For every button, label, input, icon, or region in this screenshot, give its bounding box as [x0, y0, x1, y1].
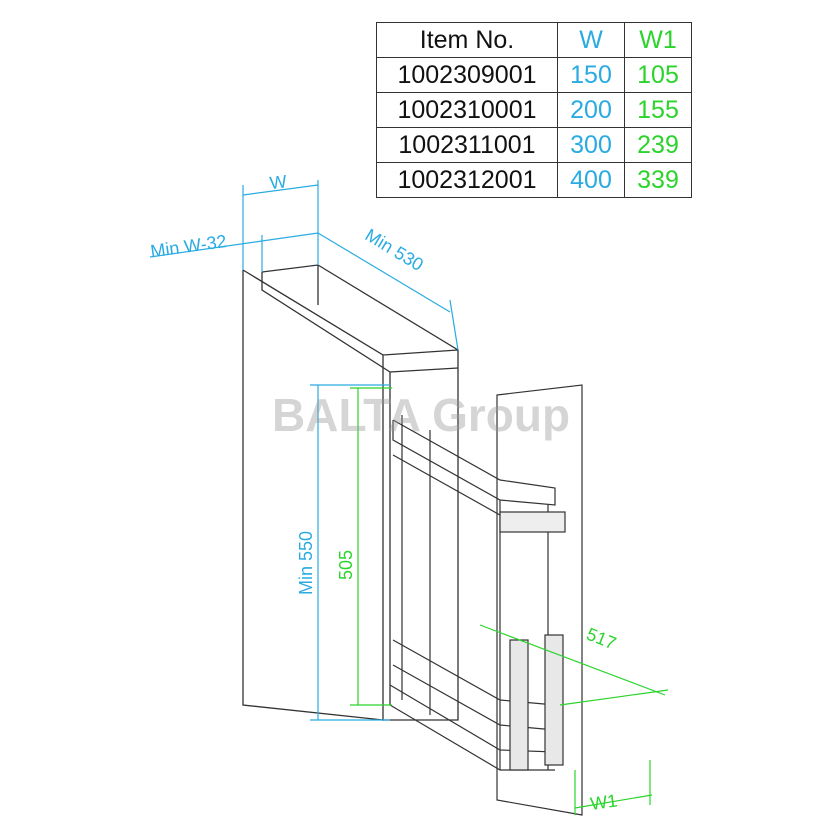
- header-w: W: [557, 22, 625, 58]
- header-item: Item No.: [376, 22, 558, 58]
- cell-w: 400: [557, 162, 625, 198]
- dim-height: 505: [336, 550, 356, 580]
- cell-w1: 239: [624, 127, 692, 163]
- watermark: BALTA Group: [272, 389, 571, 441]
- dim-min-w: Min W-32: [149, 231, 228, 261]
- cell-item: 1002310001: [376, 92, 558, 128]
- cell-item: 1002312001: [376, 162, 558, 198]
- cell-item: 1002311001: [376, 127, 558, 163]
- header-w1: W1: [624, 22, 692, 58]
- cell-w1: 339: [624, 162, 692, 198]
- dim-depth: 517: [584, 624, 619, 654]
- pullout-basket: [389, 384, 583, 816]
- table-header: Item No. W W1: [376, 22, 692, 58]
- cell-item: 1002309001: [376, 57, 558, 93]
- cell-w1: 155: [624, 92, 692, 128]
- dim-w: W: [268, 171, 287, 193]
- green-dimensions: [350, 387, 669, 815]
- cabinet: [242, 264, 459, 721]
- dim-min-depth: Min 530: [362, 225, 427, 275]
- cyan-dimensions: [149, 180, 459, 721]
- cell-w1: 105: [624, 57, 692, 93]
- dim-w1: W1: [589, 790, 619, 814]
- dim-min-height: Min 550: [296, 531, 316, 595]
